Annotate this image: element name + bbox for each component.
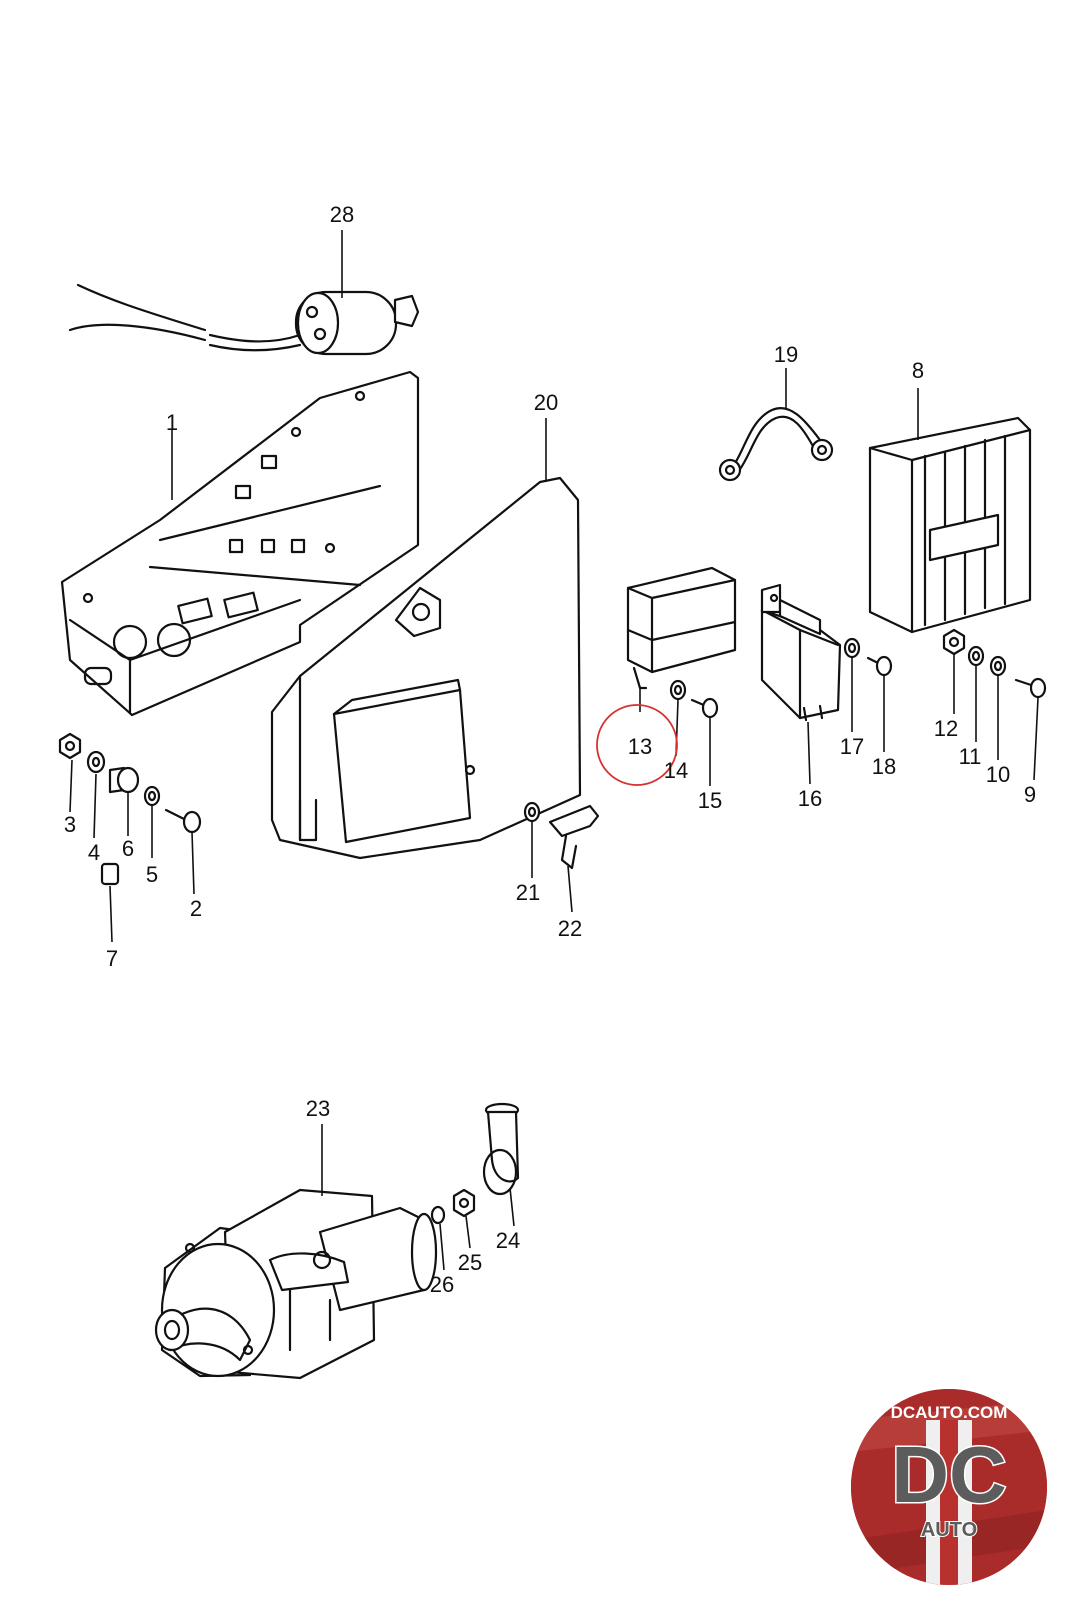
callout-1: 1 [166, 410, 178, 435]
part-8-regulator [868, 416, 1032, 634]
dcauto-logo: DCAUTO.COM DC AUTO [851, 1389, 1047, 1585]
callout-20: 20 [534, 390, 558, 415]
callout-21: 21 [516, 880, 540, 905]
callout-15: 15 [698, 788, 722, 813]
callout-11: 11 [959, 744, 982, 769]
callout-24: 24 [496, 1228, 520, 1253]
callout-8: 8 [912, 358, 924, 383]
hardware-right [523, 628, 1047, 870]
callout-28: 28 [330, 202, 354, 227]
callout-19: 19 [774, 342, 798, 367]
part-19-ground-strap [718, 407, 834, 482]
callout-16: 16 [798, 786, 822, 811]
part-23-starter [154, 1188, 438, 1380]
callout-25: 25 [458, 1250, 482, 1275]
part-28-wire-connector [68, 283, 420, 356]
callout-26: 26 [430, 1272, 454, 1297]
part-3-nut [58, 732, 82, 760]
callout-17: 17 [840, 734, 864, 759]
part-21-washer [523, 801, 541, 823]
callout-23: 23 [306, 1096, 330, 1121]
callout-22: 22 [558, 916, 582, 941]
part-17-washer [843, 637, 861, 659]
callout-labels: 28 1 20 19 8 3 4 6 5 2 7 13 14 15 16 17 … [64, 202, 1036, 1297]
callout-4: 4 [88, 840, 100, 865]
part-4-washer [86, 750, 106, 774]
part-26-washer [430, 1205, 446, 1225]
callout-10: 10 [986, 762, 1010, 787]
logo-word: AUTO [921, 1519, 977, 1541]
callout-2: 2 [190, 896, 202, 921]
callout-5: 5 [146, 862, 158, 887]
callout-7: 7 [106, 946, 118, 971]
logo-domain: DCAUTO.COM [891, 1403, 1008, 1422]
part-7-clip [100, 862, 120, 886]
part-13-relay [626, 566, 737, 690]
leader-lines [69, 230, 1039, 1271]
part-14-washer [669, 679, 687, 701]
callout-9: 9 [1024, 782, 1036, 807]
part-5-washer [143, 785, 161, 807]
logo-initials: DC [891, 1430, 1007, 1519]
highlight-circle [596, 704, 678, 786]
part-20-cover [270, 476, 582, 860]
parts-24-26-hardware [430, 1102, 520, 1225]
callout-3: 3 [64, 812, 76, 837]
callout-12: 12 [934, 716, 958, 741]
part-10-washer [989, 655, 1007, 677]
part-11-washer [967, 645, 985, 667]
callout-14: 14 [664, 758, 688, 783]
callout-6: 6 [122, 836, 134, 861]
callout-18: 18 [872, 754, 896, 779]
part-12-nut [942, 628, 966, 656]
part-16-module [760, 583, 842, 722]
part-22-tap [548, 804, 600, 838]
part-25-nut [452, 1188, 476, 1218]
part-2-bolt [164, 808, 188, 822]
part-1-bracket [60, 370, 420, 717]
callout-13: 13 [628, 734, 652, 759]
hardware-left [58, 732, 202, 886]
